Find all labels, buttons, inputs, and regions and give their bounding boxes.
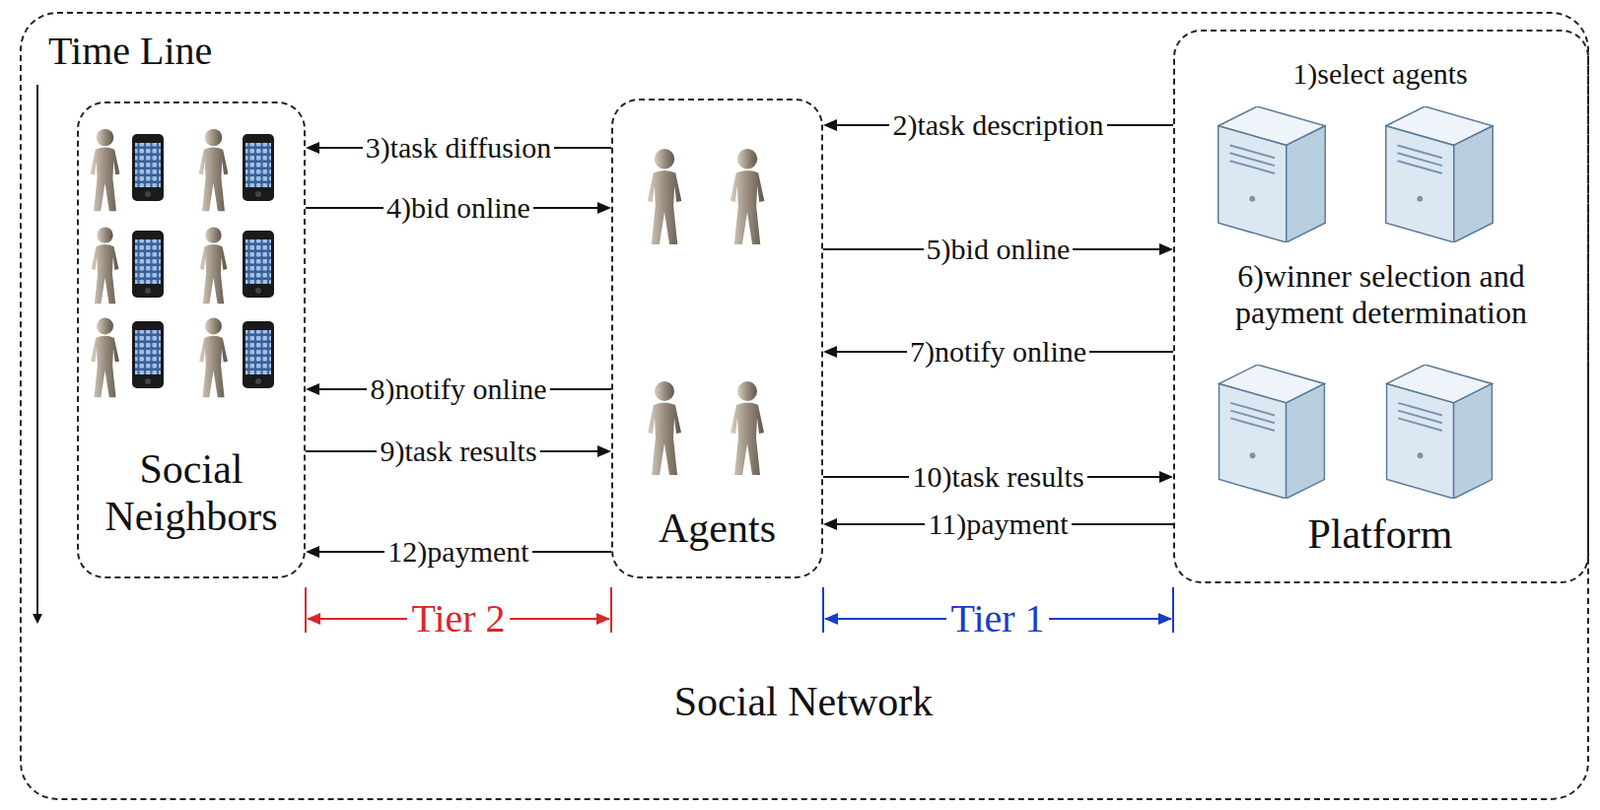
flow-label: 8)notify online <box>366 373 550 406</box>
flow-label: 9)task results <box>376 435 540 468</box>
flow-label: 3)task diffusion <box>362 132 556 164</box>
timeline-arrow <box>36 84 39 624</box>
box-title: Agents <box>613 504 822 553</box>
arrow-head <box>823 518 837 531</box>
neighbor-icons <box>90 129 275 399</box>
arrow-head <box>597 202 612 214</box>
tier-label: Tier 2 <box>407 597 509 641</box>
timeline-label: Time Line <box>44 29 216 73</box>
arrow-head <box>823 119 837 132</box>
flow-label: 10)task results <box>908 461 1087 493</box>
box-title: Platform <box>1182 510 1578 558</box>
flow-label: 5)bid online <box>923 233 1074 266</box>
arrow-head <box>305 383 320 396</box>
frame-title: Social Network <box>512 678 1095 726</box>
network-frame: Social Network Social NeighborsAgents 1)se… <box>19 11 1590 801</box>
arrow-head <box>305 546 320 558</box>
neighbors-box: Social Neighbors <box>76 101 306 579</box>
platform-box: 1)select agents 6)winner selection and pa… <box>1173 29 1590 584</box>
flow-label: 4)bid online <box>383 192 534 224</box>
arrow-head <box>1159 243 1174 256</box>
arrow-head <box>823 346 837 358</box>
agents-box: Agents <box>611 98 824 579</box>
step-note: 6)winner selection and payment determina… <box>1182 258 1580 332</box>
tier-label: Tier 1 <box>946 597 1048 641</box>
arrow-head <box>597 445 612 458</box>
flow-label: 2)task description <box>889 109 1107 141</box>
box-title: Social Neighbors <box>78 445 304 542</box>
agent-icons <box>647 148 766 476</box>
arrow-head <box>1159 471 1174 484</box>
flow-label: 7)notify online <box>906 336 1090 368</box>
flow-label: 11)payment <box>924 508 1071 541</box>
arrow-head <box>305 141 320 154</box>
step-note: 1)select agents <box>1182 57 1578 92</box>
flow-label: 12)payment <box>384 536 532 568</box>
